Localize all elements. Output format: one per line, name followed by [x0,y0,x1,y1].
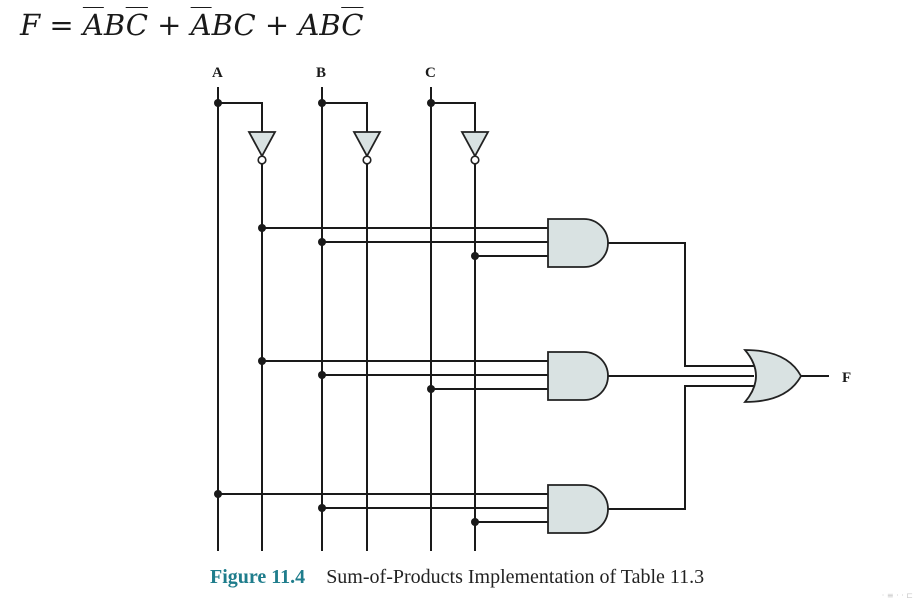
junction-dot [427,99,435,107]
junction-dot [318,238,326,246]
inverter-c [460,131,490,158]
inverter-feed-c [430,102,476,133]
inverter-bubble-icon [470,155,480,165]
formula-complemented-literal: A [190,8,212,42]
junction-dot [471,252,479,260]
output-label-f: F [842,370,851,386]
formula-literal: B [103,8,126,42]
inverter-a [247,131,277,158]
boolean-expression: F = ABC + ABC + ABC [20,8,363,42]
inverter-bubble-icon [257,155,267,165]
and-gate-2 [547,351,609,401]
formula-literal: B [319,8,342,42]
input-label-c: C [425,65,436,81]
and-gate-1 [547,218,609,268]
signal-labels: A B C F [212,65,851,386]
formula-output: F [20,8,41,42]
formula-plus: + [147,8,191,42]
formula-term: ABC [191,8,256,42]
figure-number: Figure 11.4 [210,566,306,588]
inverter-b [352,131,382,158]
formula-literal: C [233,8,256,42]
inverter-bubble-icon [362,155,372,165]
formula-complemented-literal: A [82,8,104,42]
formula-complemented-literal: C [341,8,364,42]
inverter-feed-a [217,102,263,133]
formula-equals: = [40,8,83,42]
figure-caption: Figure 11.4 Sum-of-Products Implementati… [210,566,704,589]
and-output-wire [607,385,754,510]
junction-dot [214,99,222,107]
junction-dot [258,357,266,365]
or-gate [743,349,803,403]
junction-dot [318,504,326,512]
footer-glyphs: · ≡ · · ⊏ [881,591,913,600]
junction-dot [318,99,326,107]
junction-dot [214,490,222,498]
figure-title: Sum-of-Products Implementation of Table … [326,566,705,588]
and-output-wire [607,242,754,367]
formula-term: ABC [298,8,363,42]
formula-plus: + [255,8,299,42]
formula-literal: B [211,8,234,42]
junction-dot [258,224,266,232]
logic-gates [247,131,803,534]
junction-dot [318,371,326,379]
inverter-feed-b [321,102,368,133]
formula-complemented-literal: C [125,8,148,42]
formula-literal: A [298,8,320,42]
junction-dot [471,518,479,526]
junction-dots [214,99,479,526]
input-label-a: A [212,65,223,81]
junction-dot [427,385,435,393]
input-label-b: B [316,65,326,81]
formula-term: ABC [83,8,148,42]
and-gate-3 [547,484,609,534]
wires [217,87,829,551]
